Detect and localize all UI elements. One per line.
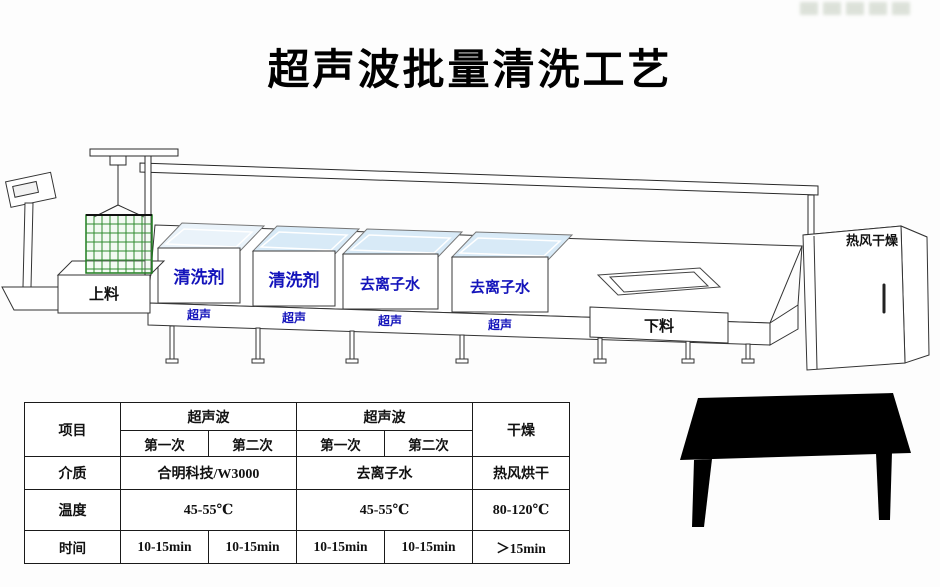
tank-4-front bbox=[451, 256, 549, 313]
ultrasonic-label-4: 超声 bbox=[487, 317, 512, 332]
time-cell-dry: ＞15min bbox=[472, 530, 570, 564]
ultrasonic-label-2: 超声 bbox=[281, 310, 306, 325]
tank-3-front bbox=[342, 253, 439, 310]
tank-1-label: 清洗剂 bbox=[174, 267, 225, 288]
time-cell-4: 10-15min bbox=[384, 530, 473, 564]
tank-2-label: 清洗剂 bbox=[269, 270, 320, 291]
dryer-cabinet: 热风干燥 bbox=[802, 225, 930, 371]
hoist-trolley bbox=[109, 155, 127, 166]
tank-3-label: 去离子水 bbox=[360, 275, 421, 293]
scale-pole bbox=[22, 202, 34, 288]
medium-ultrasonic-2: 去离子水 bbox=[296, 456, 473, 490]
basket-mesh bbox=[86, 215, 152, 273]
page-title: 超声波批量清洗工艺 bbox=[267, 45, 673, 94]
dryer-side bbox=[900, 225, 930, 364]
tank-4-label: 去离子水 bbox=[470, 278, 531, 296]
th-ultrasonic-1: 超声波 bbox=[120, 402, 297, 431]
unloading-label: 下料 bbox=[644, 317, 674, 335]
ultrasonic-label-3: 超声 bbox=[377, 313, 402, 328]
ultrasonic-label-1: 超声 bbox=[186, 307, 211, 322]
th-pass-3: 第一次 bbox=[296, 430, 385, 457]
th-dry: 干燥 bbox=[472, 402, 570, 457]
loading-box bbox=[57, 274, 151, 314]
row-medium-label: 介质 bbox=[24, 456, 121, 490]
time-cell-2: 10-15min bbox=[208, 530, 297, 564]
machine-legs bbox=[165, 325, 755, 364]
process-table: 项目 超声波 超声波 干燥 第一次 第二次 第一次 第二次 介质 合明科技/W3… bbox=[24, 402, 570, 564]
dryer-label: 热风干燥 bbox=[846, 233, 899, 249]
machine-diagram: 清洗剂 清洗剂 去离子水 去离子水 超声 超声 超声 超声 bbox=[1, 148, 930, 527]
th-pass-1: 第一次 bbox=[120, 430, 209, 457]
watermark bbox=[800, 2, 910, 15]
tank-1-front bbox=[157, 247, 241, 304]
time-cell-3: 10-15min bbox=[296, 530, 385, 564]
temperature-dry: 80-120℃ bbox=[472, 489, 570, 531]
row-time: 时间 10-15min 10-15min 10-15min 10-15min ＞… bbox=[24, 530, 570, 564]
dryer-door-edge bbox=[813, 235, 818, 370]
basket bbox=[85, 214, 153, 274]
row-temperature: 温度 45-55℃ 45-55℃ 80-120℃ bbox=[24, 489, 570, 531]
th-pass-2: 第二次 bbox=[208, 430, 297, 457]
hoist-arm bbox=[89, 148, 179, 157]
scale-display bbox=[4, 171, 57, 208]
unloading-station: 下料 bbox=[589, 267, 729, 344]
medium-ultrasonic-1: 合明科技/W3000 bbox=[120, 456, 297, 490]
row-temperature-label: 温度 bbox=[24, 489, 121, 531]
loading-station: 上料 bbox=[56, 260, 166, 314]
tank-2-front bbox=[252, 250, 336, 307]
temperature-ultrasonic-2: 45-55℃ bbox=[296, 489, 473, 531]
loading-label: 上料 bbox=[89, 285, 119, 303]
tank-1: 清洗剂 bbox=[156, 222, 266, 304]
time-cell-1: 10-15min bbox=[120, 530, 209, 564]
row-time-label: 时间 bbox=[24, 530, 121, 564]
ultrasonic-labels: 超声 超声 超声 超声 bbox=[186, 307, 512, 332]
th-pass-4: 第二次 bbox=[384, 430, 473, 457]
dryer-front bbox=[802, 225, 906, 371]
unloading-tray bbox=[596, 267, 722, 296]
medium-dry: 热风烘干 bbox=[472, 456, 570, 490]
work-table-leg-left bbox=[692, 459, 712, 527]
overhead-rail bbox=[139, 162, 819, 252]
tank-3: 去离子水 bbox=[341, 228, 464, 310]
th-item: 项目 bbox=[24, 402, 121, 457]
tank-4: 去离子水 bbox=[450, 231, 574, 313]
work-table-leg-right bbox=[876, 452, 892, 520]
unloading-box bbox=[589, 306, 729, 344]
th-ultrasonic-2: 超声波 bbox=[296, 402, 473, 431]
work-table bbox=[680, 393, 911, 527]
work-table-top bbox=[680, 393, 911, 460]
tank-2: 清洗剂 bbox=[251, 225, 361, 307]
row-medium: 介质 合明科技/W3000 去离子水 热风烘干 bbox=[24, 456, 570, 490]
temperature-ultrasonic-1: 45-55℃ bbox=[120, 489, 297, 531]
scale bbox=[1, 171, 73, 311]
